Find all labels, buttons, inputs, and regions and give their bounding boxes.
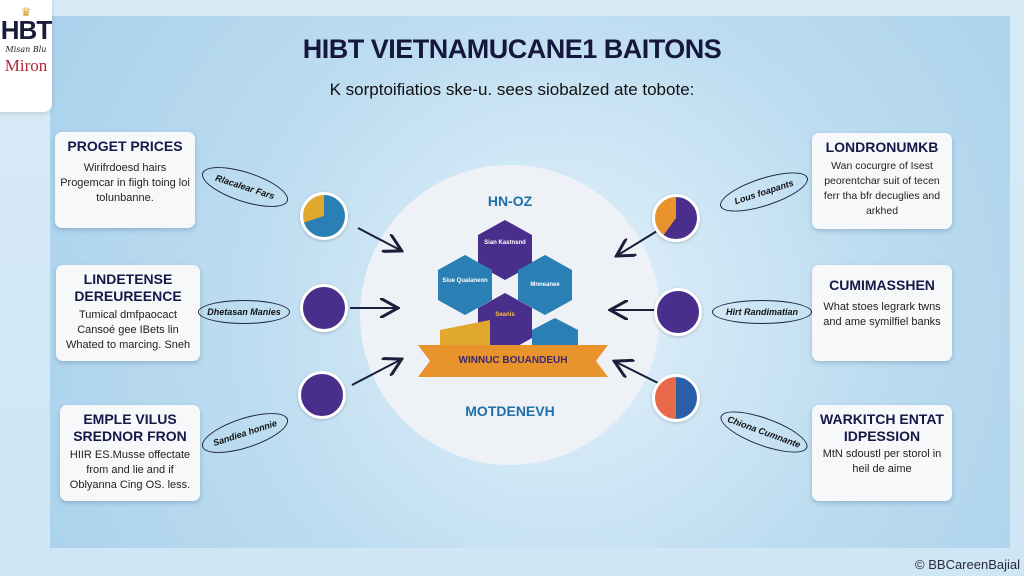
arrow — [616, 362, 663, 386]
logo: ♛ HBT Misan Blu Miron — [0, 0, 52, 112]
arrow — [351, 360, 400, 386]
card-left-3: EMPLE VILUS SREDNOR FRON HIIR ES.Mussе o… — [60, 405, 200, 501]
card-right-2: CUMIMASSHEN What stoes legrark twns and … — [812, 265, 952, 361]
tag-right-2: Hirt Randimatian — [712, 300, 812, 324]
arrow — [357, 227, 400, 250]
logo-brand: HBT — [0, 15, 52, 45]
hex-top: Sian Kastnsnd — [484, 240, 526, 246]
card-left-2: LINDETENSE DEREUREENCE Tumical dmfpaocac… — [56, 265, 200, 361]
card-right-3: WARKITCH ENTAT IDPESSION MtN sdoustl per… — [812, 405, 952, 501]
card-body: Tumical dmfpaocact Cansoé gee IBets lin … — [65, 309, 191, 351]
card-title: WARKITCH ENTAT IDPESSION — [820, 411, 944, 444]
card-title: PROGET PRICES — [67, 138, 183, 154]
icon-blob-right-3 — [652, 374, 700, 422]
tag-left-2: Dhetasan Manies — [198, 300, 290, 324]
icon-blob-left-3 — [298, 371, 346, 419]
logo-name: Miron — [4, 56, 48, 75]
center-banner: WINNUC BOUANDEUH — [458, 355, 568, 366]
card-right-1: LONDRONUMKB Wan cocurgre of Isest peoren… — [812, 133, 952, 229]
icon-blob-right-2 — [654, 288, 702, 336]
logo-script: Misan Blu — [5, 45, 47, 54]
card-title: LONDRONUMKB — [825, 139, 939, 155]
hex-mid: Seanis — [495, 312, 515, 318]
copyright: © BBCareenBajial — [915, 557, 1020, 572]
center-top-label: HN-OZ — [487, 193, 533, 209]
center-bottom-label: MOTDENEVH — [465, 403, 555, 419]
card-body: Wirifrdoesd hairs Progemcar in fiigh toi… — [60, 162, 190, 204]
card-title: LINDETENSE DEREUREENCE — [74, 271, 182, 304]
card-body: HIIR ES.Mussе offectate from and lie and… — [69, 449, 191, 491]
card-title: CUMIMASSHEN — [829, 277, 935, 293]
card-body: What stoes legrark twns and ame symilfie… — [823, 301, 941, 328]
page-subtitle: K sorptoifiatios ske-u. sees siobalzed a… — [329, 80, 695, 99]
card-body: Wan cocurgre of Isest peorentchar suit o… — [823, 160, 941, 217]
card-body: MtN sdoustl per storol in heil de aime — [822, 448, 942, 475]
crown-icon: ♛ — [20, 5, 32, 19]
page-title: HIBT VIETNAMUCANE1 BAITONS — [302, 34, 722, 64]
icon-blob-left-2 — [300, 284, 348, 332]
hexagon-cluster — [418, 220, 608, 377]
card-title: EMPLE VILUS SREDNOR FRON — [73, 411, 187, 444]
icon-blob-left-1 — [300, 192, 348, 240]
card-left-1: PROGET PRICES Wirifrdoesd hairs Progemca… — [55, 132, 195, 228]
hex-left: Siue Quaianeon — [442, 278, 488, 284]
hex-right: Mnneanee — [530, 282, 560, 288]
arrow — [618, 227, 663, 255]
icon-blob-right-1 — [652, 194, 700, 242]
